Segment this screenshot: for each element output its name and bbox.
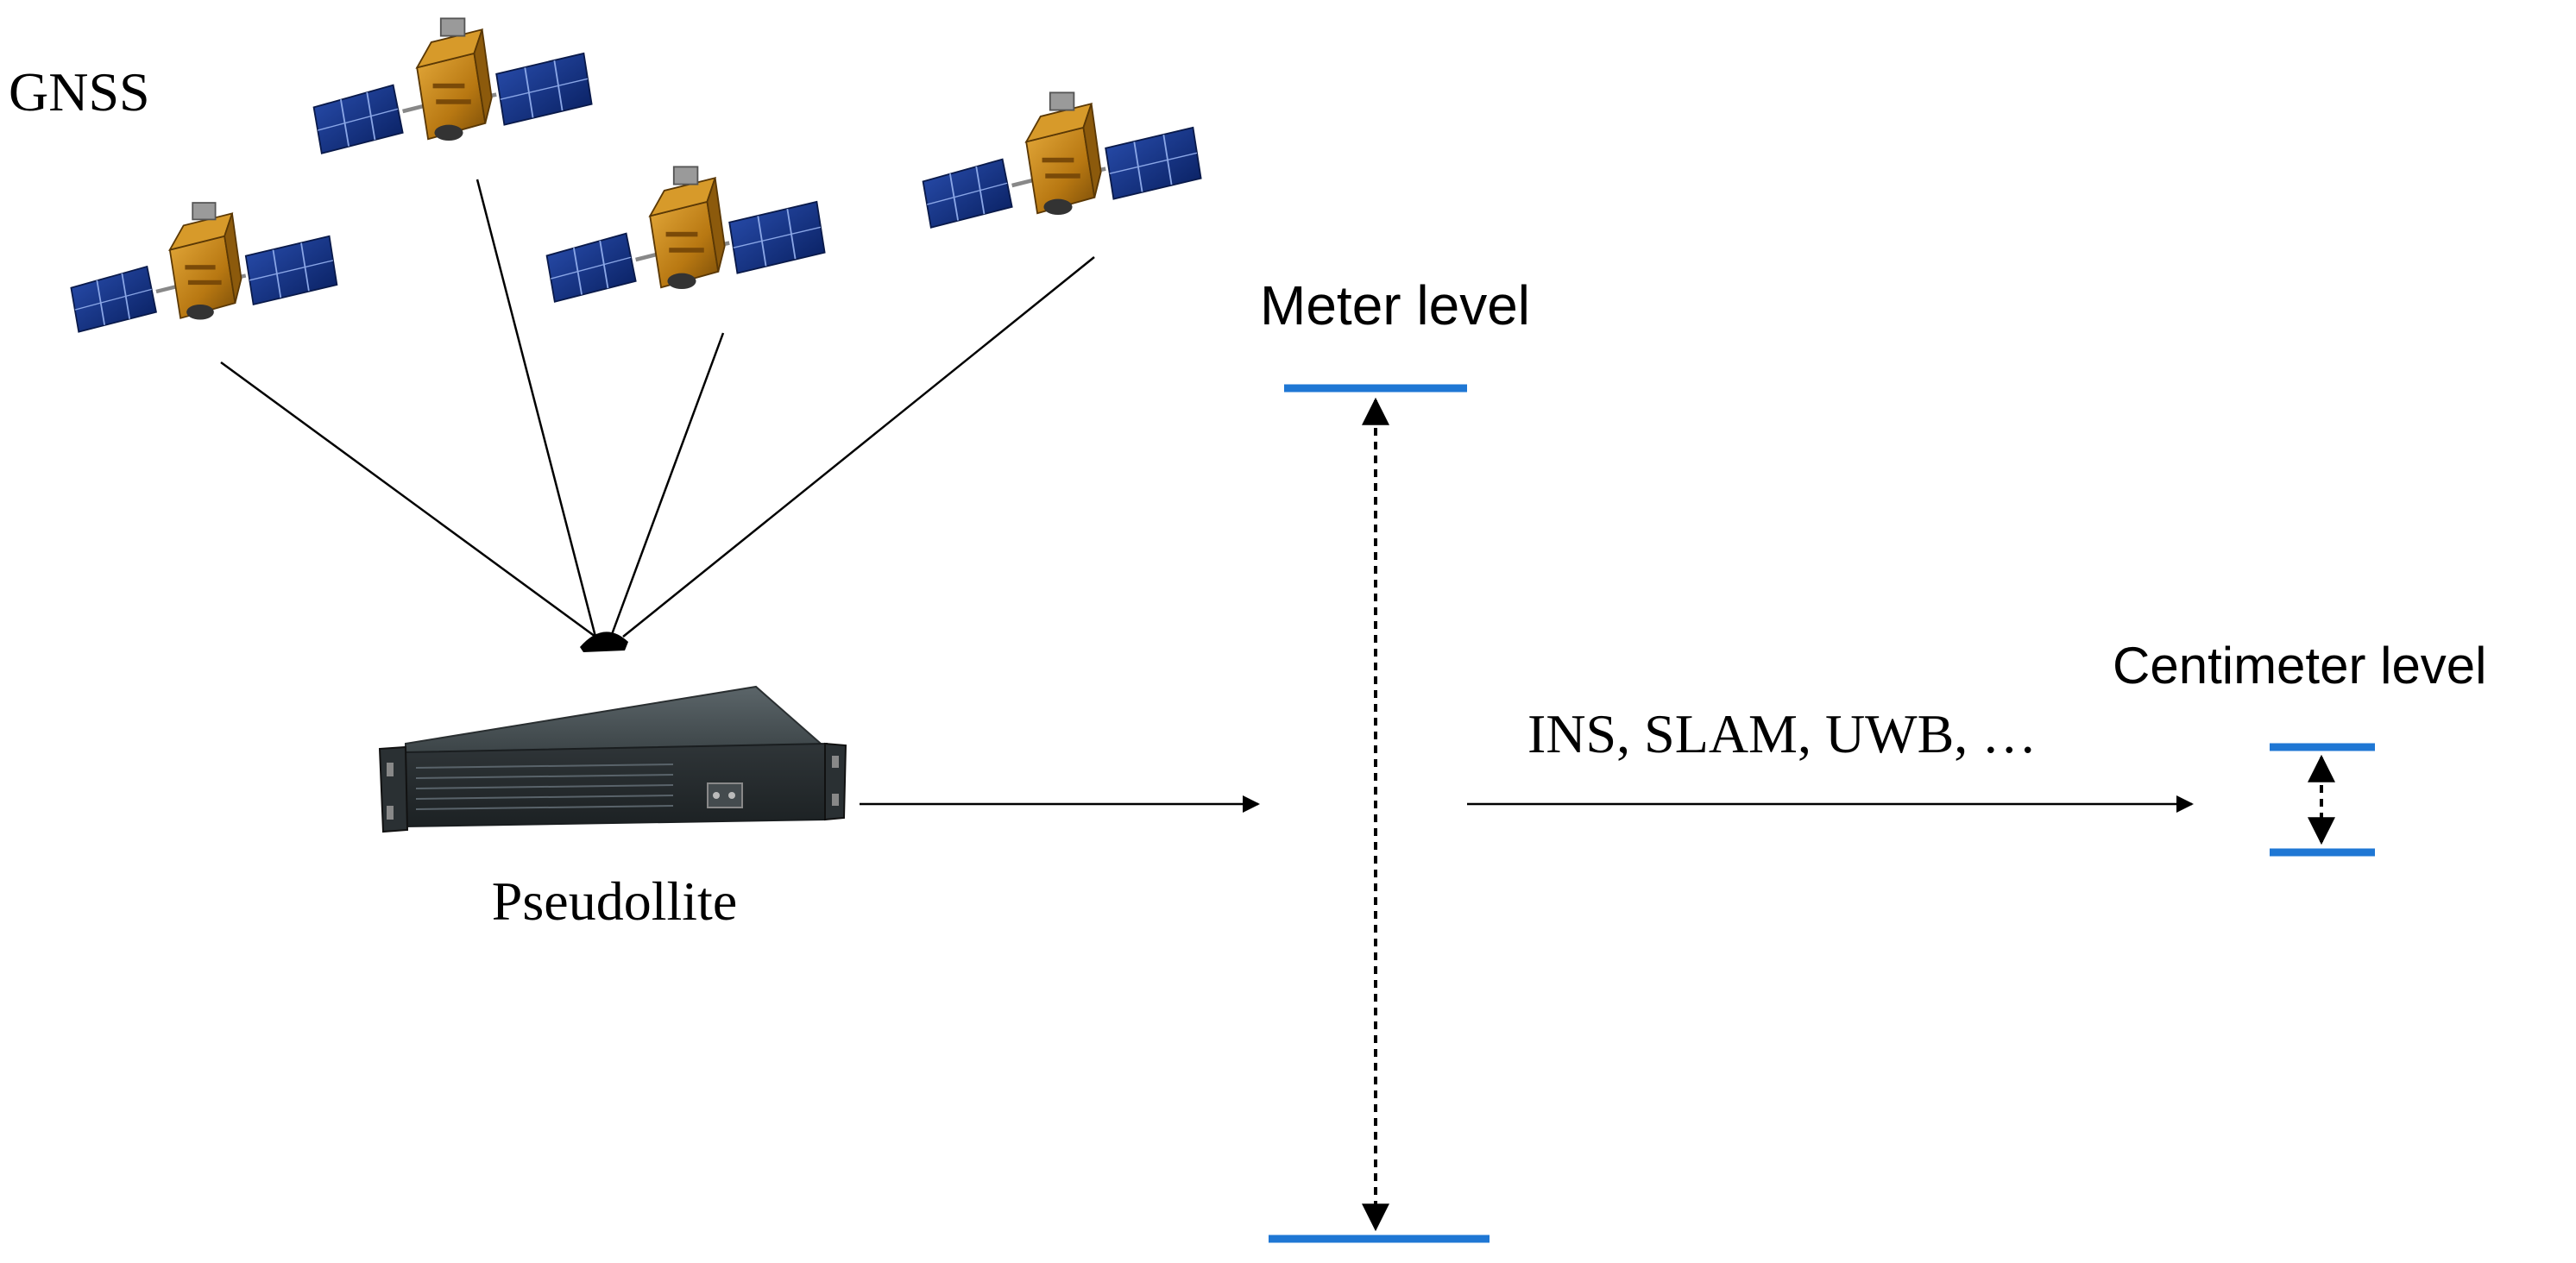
gnss-label: GNSS xyxy=(9,61,150,123)
satellite-icon xyxy=(314,18,592,153)
satellite-icon xyxy=(547,167,825,301)
meter-level-label: Meter level xyxy=(1260,274,1530,336)
signal-line xyxy=(622,256,1095,638)
pseudollite-label: Pseudollite xyxy=(492,870,737,932)
gnss-antenna-icon xyxy=(580,632,628,652)
signal-line xyxy=(220,361,596,638)
satellite-icon xyxy=(71,203,337,332)
rack-server-icon xyxy=(378,685,847,833)
centimeter-level-label: Centimeter level xyxy=(2113,637,2487,694)
signal-lines xyxy=(220,179,1095,638)
signal-line xyxy=(609,332,725,638)
satellite-icon xyxy=(923,92,1201,227)
methods-label: INS, SLAM, UWB, … xyxy=(1527,703,2037,764)
signal-line xyxy=(476,179,597,638)
